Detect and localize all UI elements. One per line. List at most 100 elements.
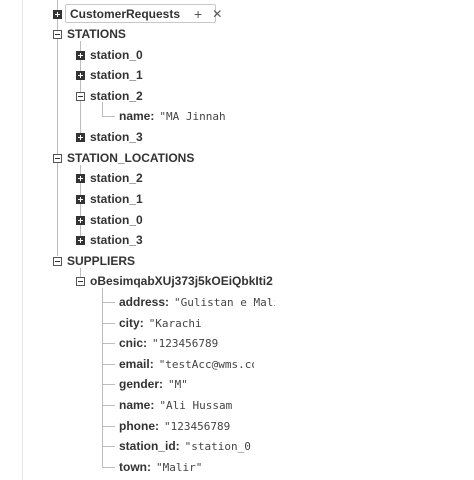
expand-icon[interactable] [76,50,85,60]
node-label[interactable]: station_1 [90,192,143,206]
field-separator: : [155,419,159,433]
node-label[interactable]: station_2 [90,171,143,185]
node-label[interactable]: station_2 [90,89,143,103]
tree-line [80,41,81,136]
node-stations[interactable]: STATIONS [53,24,126,44]
collapse-icon[interactable] [53,153,62,163]
node-label[interactable]: station_3 [90,233,143,247]
node-label[interactable]: station_3 [90,130,143,144]
tree-line [102,405,115,406]
node-locations-station-0[interactable]: station_0 [76,210,143,230]
field-value[interactable]: "MA Jinnah [159,109,226,123]
node-suppliers[interactable]: SUPPLIERS [53,251,135,271]
node-label[interactable]: station_0 [90,213,143,227]
tree-line [80,268,81,280]
field-key: city [119,316,140,330]
close-icon[interactable]: ✕ [212,7,223,21]
tree-line [102,102,103,116]
node-stations-station-2[interactable]: station_2 [76,86,143,106]
collapse-icon[interactable] [53,256,62,266]
node-locations-station-3[interactable]: station_3 [76,230,143,250]
field-separator: : [139,316,144,330]
field-value[interactable]: "Karachi [148,316,202,330]
field-separator: : [149,357,154,371]
expand-icon[interactable] [76,173,85,183]
expand-icon[interactable] [76,235,85,245]
node-station-locations[interactable]: STATION_LOCATIONS [53,148,194,168]
expand-icon[interactable] [76,70,85,80]
left-border [22,0,23,480]
tree-line [102,446,115,447]
field-key: station_id [119,439,176,453]
field-separator: : [175,439,180,453]
node-label[interactable]: STATIONS [67,27,126,41]
field-key: address [119,295,166,309]
field-separator: : [150,109,155,123]
node-locations-station-2[interactable]: station_2 [76,168,143,188]
field-key: email [119,357,150,371]
field-phone[interactable]: phone : "123456789 [119,416,230,436]
field-separator: : [159,377,164,391]
expand-icon[interactable] [76,194,85,204]
field-value[interactable]: "Malir" [156,460,203,474]
field-key: name [119,398,151,412]
tree-line [102,302,115,303]
tree-line [102,364,115,365]
expand-icon[interactable] [76,132,85,142]
field-cnic[interactable]: cnic : "123456789 [119,333,218,353]
field-value[interactable]: "M" [168,377,188,391]
node-stations-station-1[interactable]: station_1 [76,65,143,85]
node-label[interactable]: CustomerRequests [70,7,181,21]
field-key: phone [119,419,155,433]
node-label[interactable]: oBesimqabXUj373j5kOEiQbkIti2 [90,274,273,288]
node-supplier-record[interactable]: oBesimqabXUj373j5kOEiQbkIti2 [76,271,273,291]
field-value[interactable]: "123456789 [164,419,231,433]
field-value[interactable]: "Gulistan e Malir [174,295,275,309]
tree-line [102,323,115,324]
field-key: name [119,109,151,123]
field-value[interactable]: "Ali Hussam [159,398,233,412]
tree-line [102,288,103,467]
field-station-2-name[interactable]: name : "MA Jinnah [119,106,226,126]
collapse-icon[interactable] [53,29,62,39]
field-city[interactable]: city : "Karachi [119,313,202,333]
node-label[interactable]: SUPPLIERS [67,254,136,268]
field-address[interactable]: address : "Gulistan e Malir [119,292,275,312]
collapse-icon[interactable] [76,91,85,101]
field-email[interactable]: email : "testAcc@wms.com [119,354,254,374]
tree-line [57,0,58,256]
field-value[interactable]: "station_0 [184,439,251,453]
field-gender[interactable]: gender : "M" [119,374,188,394]
node-label[interactable]: station_1 [90,68,143,82]
node-label[interactable]: STATION_LOCATIONS [67,151,195,165]
field-station-id[interactable]: station_id : "station_0 [119,436,251,456]
field-key: town [119,460,147,474]
tree-line [102,116,115,117]
field-name[interactable]: name : "Ali Hussam [119,395,232,415]
field-separator: : [147,460,151,474]
field-value[interactable]: "123456789 [152,336,219,350]
field-key: cnic [119,336,144,350]
node-actions: + ✕ [194,7,222,21]
tree-line [102,343,115,344]
field-town[interactable]: town : "Malir" [119,457,202,477]
expand-icon[interactable] [76,215,85,225]
node-customerrequests[interactable]: CustomerRequests + ✕ [53,4,222,24]
node-label[interactable]: station_0 [90,48,143,62]
field-value[interactable]: "testAcc@wms.com [158,357,254,371]
node-locations-station-1[interactable]: station_1 [76,189,143,209]
collapse-icon[interactable] [76,276,85,286]
plus-icon[interactable]: + [194,6,203,22]
field-separator: : [143,336,148,350]
tree-line [102,384,115,385]
tree-line [102,426,115,427]
root-node-highlight [65,4,216,23]
field-separator: : [165,295,170,309]
node-stations-station-0[interactable]: station_0 [76,45,143,65]
field-separator: : [150,398,155,412]
node-stations-station-3[interactable]: station_3 [76,127,143,147]
field-key: gender [119,377,160,391]
tree-line [102,467,115,468]
expand-icon[interactable] [53,9,62,19]
